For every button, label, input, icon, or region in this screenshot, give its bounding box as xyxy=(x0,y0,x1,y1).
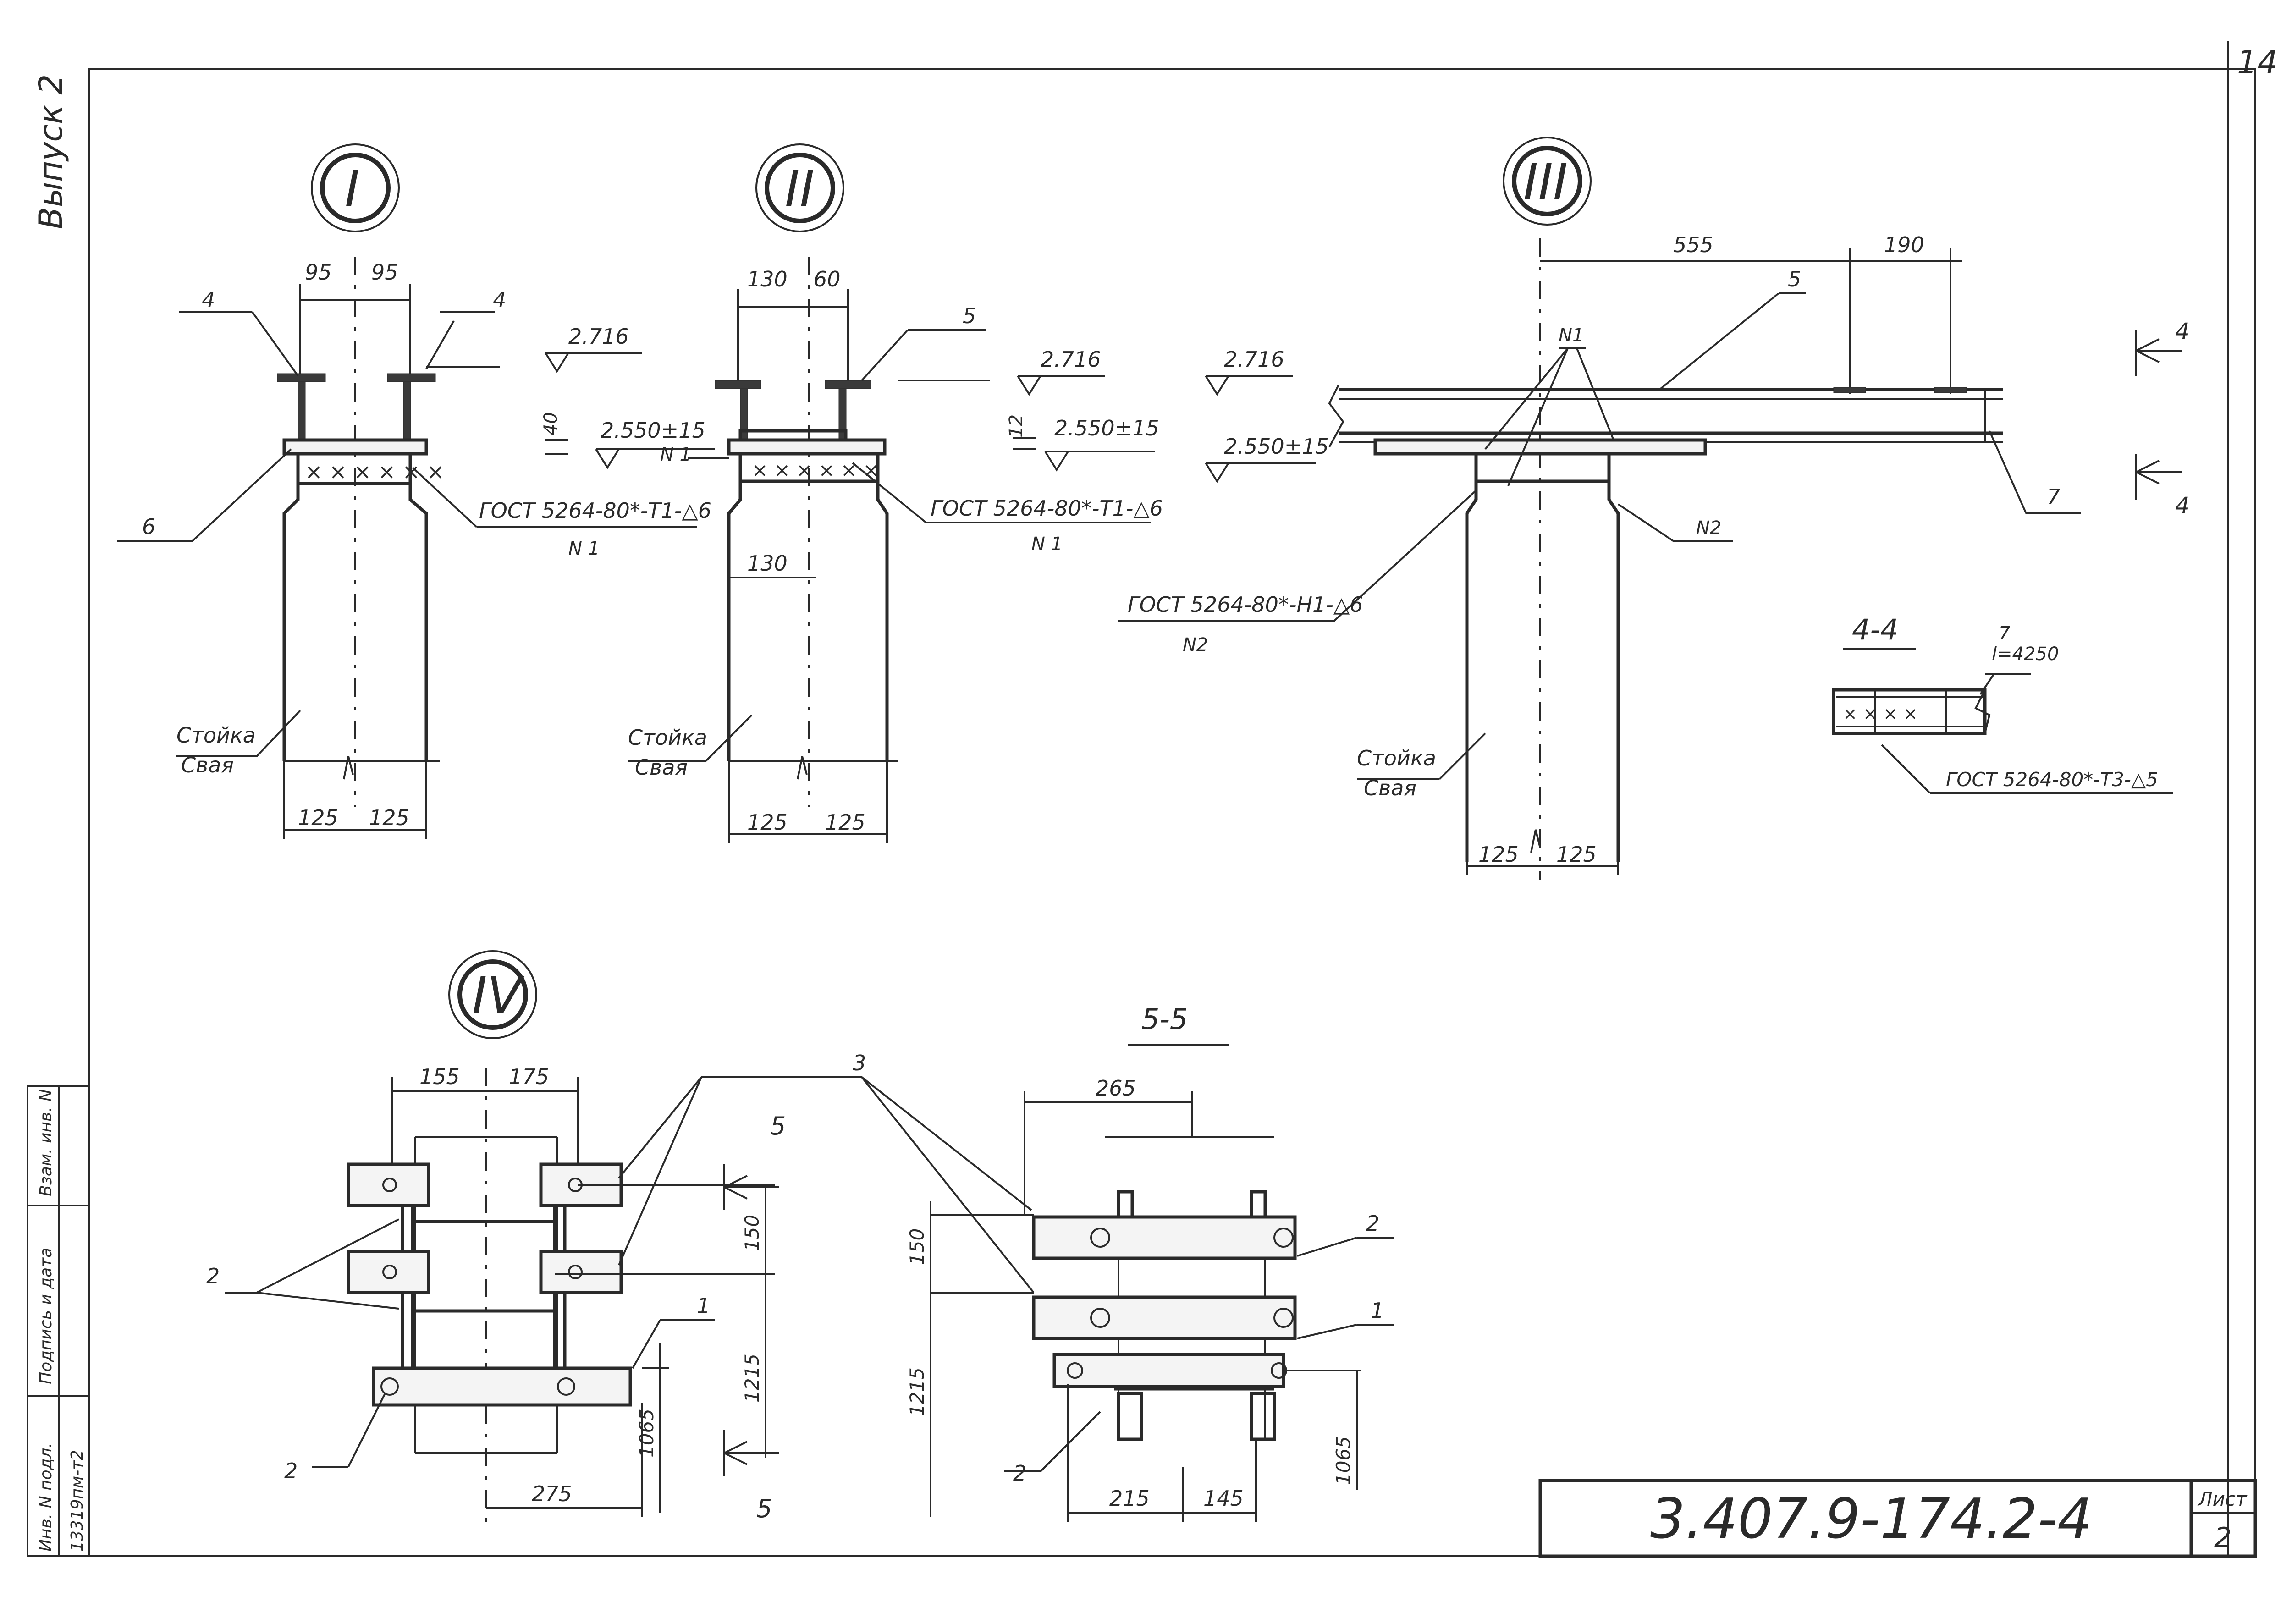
node-2-dim-top-right: 60 xyxy=(814,267,841,292)
node-1-dim-bot-left: 125 xyxy=(298,805,338,830)
node-2: × × × × × × xyxy=(628,143,1155,843)
node-2-dim-bot-right: 125 xyxy=(825,810,865,835)
stamp-inv-no: Инв. N подл. xyxy=(37,1442,55,1552)
node-4-dim-1215: 1215 xyxy=(741,1354,763,1403)
node-3-weld: ГОСТ 5264-80*-Н1-△6 xyxy=(1128,592,1363,617)
node-3-roman: III xyxy=(1523,153,1568,211)
node-4 xyxy=(225,950,862,1531)
node-4-dim-1065: 1065 xyxy=(635,1409,658,1458)
node-4-dim-275: 275 xyxy=(532,1481,572,1506)
node-1-dim-40: 40 xyxy=(540,412,562,435)
node-1: × × × × × × xyxy=(117,143,715,839)
corner-mark: 14 xyxy=(2237,44,2278,81)
stamp-inv-value: 13319пм-т2 xyxy=(68,1450,87,1552)
node-3-dim-bot-right: 125 xyxy=(1556,842,1597,867)
node-3-stoika: Стойка xyxy=(1357,746,1436,771)
node-4-roman: IV xyxy=(472,966,524,1025)
node-3-dim-555: 555 xyxy=(1673,232,1713,257)
node-2-stoika: Стойка xyxy=(628,725,707,750)
node-1-pos-left: 4 xyxy=(202,287,215,312)
section-4-4-weld: ГОСТ 5264-80*-Т3-△5 xyxy=(1946,768,2158,791)
node-3 xyxy=(1118,137,2182,880)
node-4-pos-2a: 2 xyxy=(206,1264,220,1288)
node-3-pos-5: 5 xyxy=(1788,267,1801,292)
node-3-elev-low: 2.550±15 xyxy=(1224,434,1329,459)
section-5-5-dim-145: 145 xyxy=(1203,1486,1244,1511)
node-2-roman: II xyxy=(785,160,815,218)
node-4-pos-2b: 2 xyxy=(284,1459,298,1483)
svg-text:× × × × × ×: × × × × × × xyxy=(305,459,444,484)
drawing-code: 3.407.9-174.2-4 xyxy=(1650,1487,2093,1551)
node-1-elev-top: 2.716 xyxy=(568,324,629,349)
node-2-dim-bot-left: 125 xyxy=(747,810,788,835)
section-4-4-title: 4-4 xyxy=(1852,613,1898,646)
section-5-5-pos-1: 1 xyxy=(1371,1298,1384,1323)
node-3-svaya: Свая xyxy=(1364,776,1416,800)
edition-label: Выпуск 2 xyxy=(32,74,70,229)
node-4-cut-5b: 5 xyxy=(756,1494,772,1523)
node-1-weld: ГОСТ 5264-80*-Т1-△6 xyxy=(479,498,711,523)
section-5-5-dim-1215: 1215 xyxy=(906,1367,928,1416)
node-2-dim-12: 12 xyxy=(1006,414,1027,438)
node-4-dim-150: 150 xyxy=(741,1215,763,1251)
section-5-5-dim-265: 265 xyxy=(1096,1076,1136,1101)
node-1-weld-n: N 1 xyxy=(568,538,600,559)
node-1-dim-top-left: 95 xyxy=(305,260,332,285)
node-4-pos-1: 1 xyxy=(697,1294,710,1318)
node-2-elev-low: 2.550±15 xyxy=(1054,416,1159,440)
node-2-svaya: Свая xyxy=(635,755,688,780)
node-1-roman: I xyxy=(345,160,359,218)
sheet-frame xyxy=(88,41,2256,1557)
section-5-5-title: 5-5 xyxy=(1141,1002,1188,1036)
cut-4-bottom: 4 xyxy=(2175,492,2190,519)
node-1-dim-top-right: 95 xyxy=(371,260,398,285)
stamp-sign-date: Подпись и дата xyxy=(37,1248,55,1384)
node-2-elev-top: 2.716 xyxy=(1041,347,1101,372)
left-stamp xyxy=(27,1085,90,1557)
node-3-pos-7: 7 xyxy=(2047,484,2060,509)
node-1-stoika: Стойка xyxy=(176,723,256,748)
section-5-5-dim-1065: 1065 xyxy=(1332,1436,1355,1485)
node-4-cut-5a: 5 xyxy=(770,1112,786,1140)
section-4-4-pos-7: 7 xyxy=(1999,623,2011,644)
node-2-weld: ГОСТ 5264-80*-Т1-△6 xyxy=(931,496,1163,521)
section-4-4-marks: × × × × xyxy=(1843,704,1918,724)
node-4-dim-175: 175 xyxy=(509,1064,549,1089)
node-3-dim-bot-left: 125 xyxy=(1478,842,1519,867)
node-2-weld-n: N 1 xyxy=(1031,534,1063,555)
node-2-dim-130: 130 xyxy=(747,551,788,576)
node-4-dim-155: 155 xyxy=(419,1064,460,1089)
node-4-pos-3: 3 xyxy=(853,1051,866,1075)
sheet-number: 2 xyxy=(2214,1522,2231,1554)
node-3-elev-top: 2.716 xyxy=(1224,347,1284,372)
title-block xyxy=(1538,1479,2257,1558)
node-1-dim-bot-right: 125 xyxy=(369,805,409,830)
svg-text:× × × × × ×: × × × × × × xyxy=(752,459,879,481)
cut-4-top: 4 xyxy=(2175,318,2190,345)
node-1-svaya: Свая xyxy=(181,753,234,777)
node-1-pos-right: 4 xyxy=(493,287,506,312)
stamp-replace-inv: Взам. инв. N xyxy=(37,1089,55,1196)
section-5-5-pos-2a: 2 xyxy=(1366,1211,1379,1236)
node-2-pos-5: 5 xyxy=(963,303,976,328)
section-5-5-pos-2b: 2 xyxy=(1013,1461,1026,1486)
node-1-pos-6: 6 xyxy=(142,514,155,539)
node-3-n2: N2 xyxy=(1696,517,1721,539)
node-2-dim-top-left: 130 xyxy=(747,267,788,292)
sheet-label: Лист xyxy=(2197,1488,2248,1510)
node-2-n1: N 1 xyxy=(660,444,691,465)
node-1-elev-low: 2.550±15 xyxy=(601,418,705,443)
section-4-4 xyxy=(1832,648,2173,794)
section-5-5-dim-215: 215 xyxy=(1109,1486,1150,1511)
section-5-5-dim-150: 150 xyxy=(906,1228,928,1265)
node-3-weld-n: N2 xyxy=(1183,634,1208,655)
node-3-n1: N1 xyxy=(1559,325,1584,346)
section-5-5 xyxy=(861,1044,1394,1522)
section-4-4-length: l=4250 xyxy=(1992,644,2059,665)
node-3-dim-190: 190 xyxy=(1884,232,1924,257)
